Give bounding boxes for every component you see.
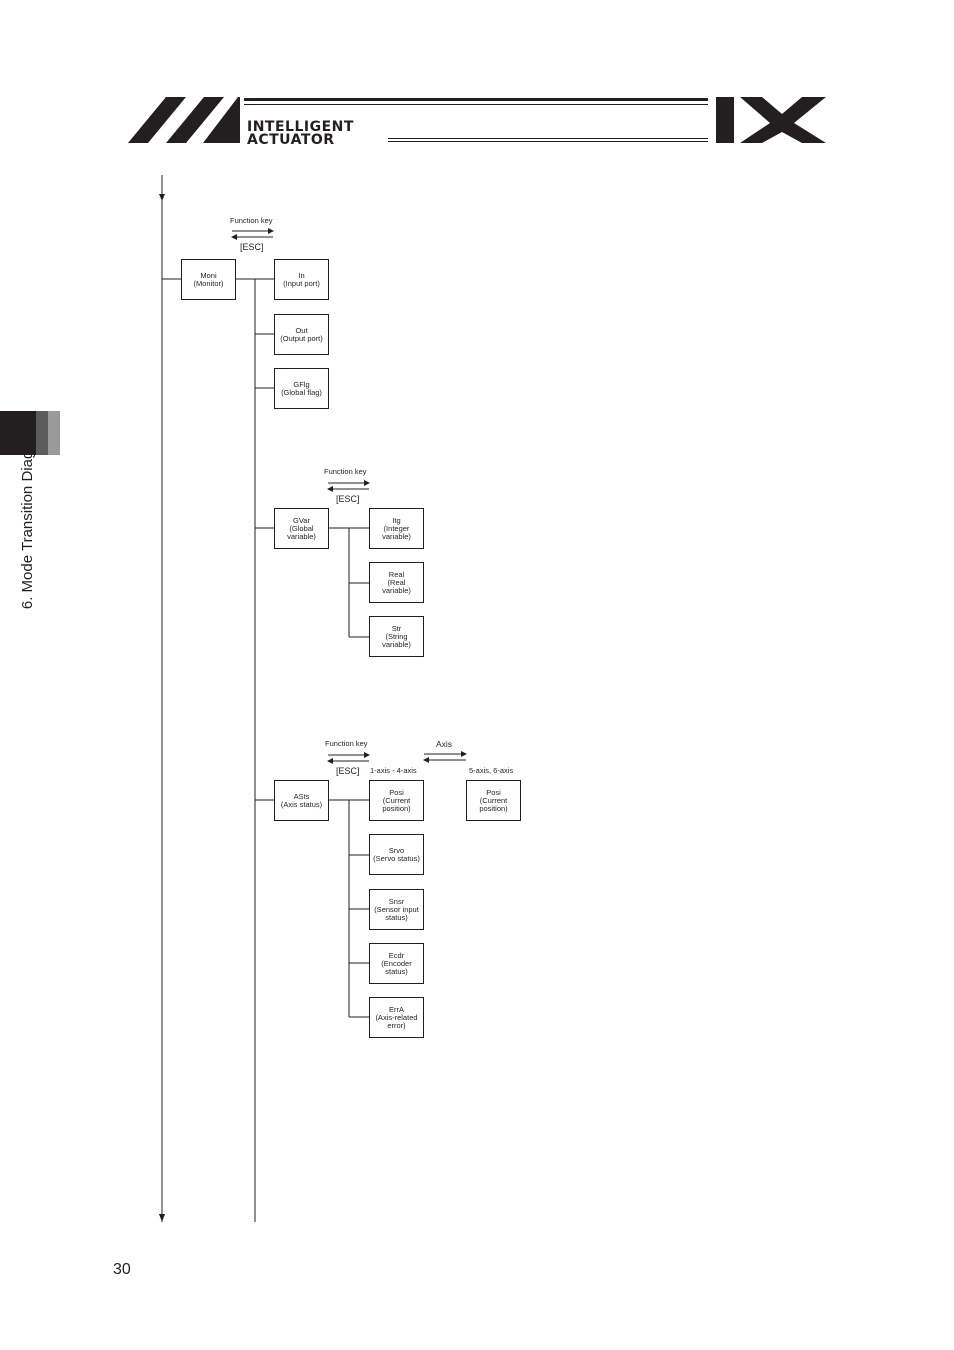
node-str: Str (String variable) <box>369 616 424 657</box>
node-snsr: Snsr (Sensor input status) <box>369 889 424 930</box>
esc-key-label: [ESC] <box>240 242 264 252</box>
node-desc: (Axis status) <box>280 799 323 809</box>
esc-key-label: [ESC] <box>336 766 360 776</box>
node-desc-2: position) <box>382 803 411 813</box>
node-out: Out (Output port) <box>274 314 329 355</box>
esc-key-label: [ESC] <box>336 494 360 504</box>
node-desc: (Real <box>387 577 406 587</box>
node-desc: (Current <box>479 795 508 805</box>
node-desc: (Global flag) <box>281 387 322 397</box>
node-desc: (Integer <box>383 523 410 533</box>
section-tab-light <box>48 411 60 455</box>
node-asts: ASts (Axis status) <box>274 780 329 821</box>
node-desc-2: variable) <box>382 585 411 595</box>
node-desc-2: variable) <box>382 639 411 649</box>
node-desc: (Monitor) <box>193 278 224 288</box>
function-key-label: Function key <box>325 739 368 748</box>
header-rule-top-thin <box>244 104 708 105</box>
node-name: In <box>298 270 305 280</box>
node-name: GVar <box>293 515 310 525</box>
node-moni: Moni (Monitor) <box>181 259 236 300</box>
node-desc-2: position) <box>479 803 508 813</box>
node-in: In (Input port) <box>274 259 329 300</box>
axis-label: Axis <box>436 739 453 749</box>
node-name: Itg <box>392 515 401 525</box>
section-tab-mid <box>36 411 48 455</box>
node-erra: ErrA (Axis-related error) <box>369 997 424 1038</box>
function-key-label: Function key <box>324 467 367 476</box>
node-name: GFlg <box>293 379 310 389</box>
node-desc: (Output port) <box>280 333 323 343</box>
node-real: Real (Real variable) <box>369 562 424 603</box>
node-name: Str <box>391 623 402 633</box>
brand-name-line1: INTELLIGENT <box>247 119 354 135</box>
node-desc: (Global <box>289 523 314 533</box>
node-desc: (Input port) <box>283 278 320 288</box>
node-desc-2: status) <box>385 912 408 922</box>
node-desc: (String <box>385 631 408 641</box>
section-tab <box>0 411 36 455</box>
node-name: Posi <box>486 787 501 797</box>
product-logo <box>716 97 826 143</box>
node-posi-5-6-axis: Posi (Current position) <box>466 780 521 821</box>
node-name: ErrA <box>389 1004 404 1014</box>
node-gflg: GFlg (Global flag) <box>274 368 329 409</box>
node-desc-2: error) <box>387 1020 406 1030</box>
axis-range-1-4-label: 1-axis - 4-axis <box>370 766 417 775</box>
node-itg: Itg (Integer variable) <box>369 508 424 549</box>
node-desc-2: variable) <box>287 531 316 541</box>
brand-logo <box>128 97 240 143</box>
node-desc-2: status) <box>385 966 408 976</box>
node-name: Snsr <box>388 896 405 906</box>
node-desc: (Sensor input <box>374 904 419 914</box>
node-desc-2: variable) <box>382 531 411 541</box>
node-srvo: Srvo (Servo status) <box>369 834 424 875</box>
header-rule-bottom-2 <box>388 141 708 142</box>
node-desc: (Encoder <box>381 958 412 968</box>
node-name: Ecdr <box>388 950 405 960</box>
brand-name-line2: ACTUATOR <box>247 132 335 148</box>
function-key-label: Function key <box>230 216 273 225</box>
node-name: ASts <box>293 791 310 801</box>
node-desc: (Axis-related <box>375 1012 418 1022</box>
node-ecdr: Ecdr (Encoder status) <box>369 943 424 984</box>
node-name: Moni <box>200 270 217 280</box>
node-desc: (Current <box>382 795 411 805</box>
node-name: Posi <box>389 787 404 797</box>
node-posi: Posi (Current position) <box>369 780 424 821</box>
header-rule-bottom <box>388 138 708 139</box>
node-name: Out <box>295 325 308 335</box>
node-desc: (Servo status) <box>373 853 420 863</box>
axis-range-5-6-label: 5-axis, 6-axis <box>469 766 514 775</box>
node-name: Srvo <box>388 845 405 855</box>
header-rule-top <box>244 98 708 101</box>
node-name: Real <box>388 569 405 579</box>
page-number: 30 <box>113 1261 131 1278</box>
node-gvar: GVar (Global variable) <box>274 508 329 549</box>
